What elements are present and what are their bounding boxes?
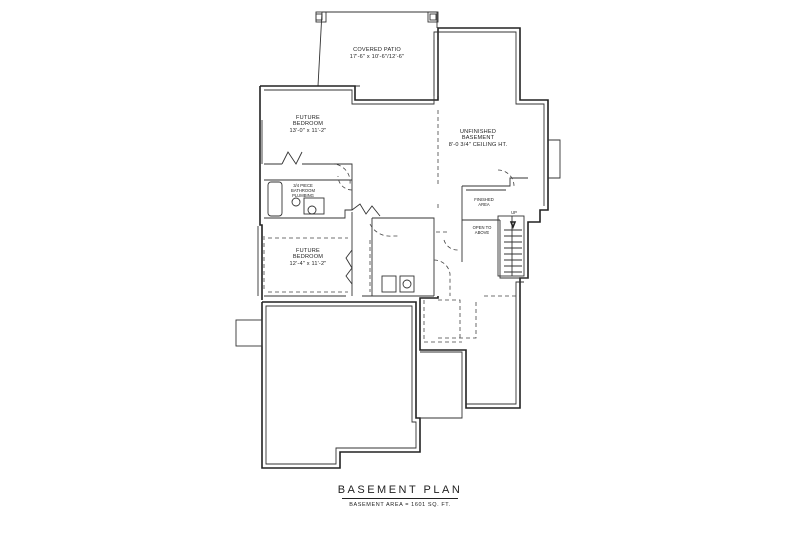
- future-bedroom-2-dims: 12'-4" x 11'-2": [290, 261, 327, 267]
- stair-up-label: UP: [511, 210, 517, 215]
- bath-label-3: PLUMBING: [292, 193, 314, 198]
- unfinished-basement-label-2: BASEMENT: [462, 135, 495, 141]
- finished-area-label-2: AREA: [478, 202, 490, 207]
- unfinished-basement-label-1: UNFINISHED: [460, 129, 496, 135]
- unfinished-basement-ceiling: 8'-0 3/4" CEILING HT.: [449, 142, 508, 148]
- future-bedroom-2-label-2: BEDROOM: [293, 254, 323, 260]
- covered-patio-label: COVERED PATIO: [353, 47, 401, 53]
- plan-title-underline: [342, 498, 458, 499]
- future-bedroom-1-label-2: BEDROOM: [293, 121, 323, 127]
- finished-area-label-1: FINISHED: [474, 197, 494, 202]
- future-bedroom-2-label-1: FUTURE: [296, 248, 320, 254]
- patio-post-right: [427, 11, 439, 23]
- plan-title: BASEMENT PLAN: [337, 484, 463, 496]
- exterior-walls: [235, 27, 561, 469]
- door-swing: [329, 163, 351, 185]
- interior-walls: [257, 40, 528, 343]
- bath-label-1: 3/4 PIECE: [293, 183, 313, 188]
- furnace: [399, 275, 415, 293]
- patio-post-left: [315, 11, 327, 23]
- stair: [497, 215, 525, 277]
- bath-fixtures: [267, 181, 325, 217]
- stair-arrow-icon: [509, 221, 517, 230]
- future-bedroom-1-label-1: FUTURE: [296, 115, 320, 121]
- room-labels: COVERED PATIO 17'-6" x 10'-6"/12'-6" FUT…: [290, 47, 518, 267]
- bath-label-2: BATHROOM: [291, 188, 315, 193]
- garage-bump: [235, 319, 263, 347]
- covered-patio-dims: 17'-6" x 10'-6"/12'-6": [350, 54, 405, 60]
- future-bedroom-1-dims: 13'-0" x 11'-2": [290, 128, 327, 134]
- plan-area-text: BASEMENT AREA = 1601 SQ. FT.: [349, 502, 451, 508]
- open-to-above-label-1: OPEN TO: [473, 225, 492, 230]
- open-to-above-label-2: ABOVE: [475, 230, 490, 235]
- water-heater: [381, 275, 397, 293]
